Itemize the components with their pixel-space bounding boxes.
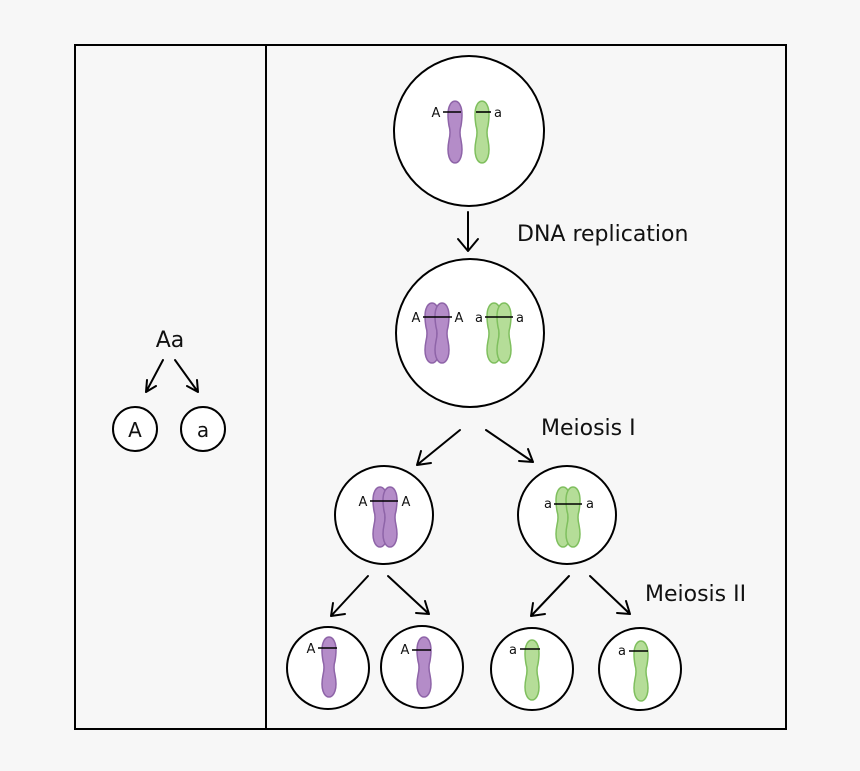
- allele-label: A: [455, 311, 464, 326]
- left-panel: Aa A a: [112, 328, 226, 452]
- parent-cell: A a: [393, 55, 545, 207]
- gamete-cell-a: [180, 406, 226, 452]
- allele-label: a: [475, 311, 483, 326]
- arrow-meiosis1-left: [416, 429, 461, 466]
- meiosis-1-label: Meiosis I: [541, 416, 636, 441]
- replicated-cell: A A a a: [395, 258, 545, 408]
- genotype-label: Aa: [156, 328, 185, 353]
- chromosome-green: [474, 100, 490, 164]
- allele-label: a: [494, 106, 502, 121]
- gamete-label-a: a: [197, 418, 209, 442]
- allele-label: a: [586, 497, 594, 512]
- arrow-meiosis2: [330, 575, 369, 617]
- arrow-meiosis2: [530, 575, 570, 617]
- allele-label: a: [618, 644, 626, 659]
- chromatid-purple: [382, 486, 398, 548]
- allele-label: A: [412, 311, 421, 326]
- arrow-meiosis2: [387, 575, 430, 615]
- chromosome-purple: [321, 636, 337, 698]
- gamete-cell: a: [490, 627, 574, 711]
- allele-label: A: [402, 495, 411, 510]
- arrow-meiosis1-right: [485, 429, 534, 463]
- chromosome-purple: [447, 100, 463, 164]
- allele-label: a: [544, 497, 552, 512]
- meiosis1-cell-purple: A A: [334, 465, 434, 565]
- chromatid-green: [565, 486, 581, 548]
- arrow-left-gamete: [145, 359, 164, 393]
- gamete-cell-A: [112, 406, 158, 452]
- chromatid-green: [496, 302, 512, 364]
- meiosis1-cell-green: a a: [517, 465, 617, 565]
- allele-label: A: [432, 106, 441, 121]
- chromosome-green: [633, 640, 649, 702]
- allele-label: A: [401, 643, 410, 658]
- gamete-cell: a: [598, 627, 682, 711]
- allele-label: A: [307, 642, 316, 657]
- meiosis-2-label: Meiosis II: [645, 582, 746, 607]
- chromosome-purple: [416, 636, 432, 698]
- replicated-cell-circle: [395, 258, 545, 408]
- gamete-cell: A: [380, 625, 464, 709]
- chromatid-purple: [434, 302, 450, 364]
- allele-label: a: [509, 643, 517, 658]
- allele-label: a: [516, 311, 524, 326]
- allele-label: A: [359, 495, 368, 510]
- dna-replication-label: DNA replication: [517, 222, 688, 247]
- arrow-dna-replication: [457, 211, 479, 252]
- gamete-cell: A: [286, 626, 370, 710]
- gamete-label-A: A: [128, 418, 142, 442]
- arrow-right-gamete: [174, 359, 199, 393]
- arrow-meiosis2: [589, 575, 631, 615]
- outer-frame: [74, 44, 787, 730]
- parent-cell-circle: [393, 55, 545, 207]
